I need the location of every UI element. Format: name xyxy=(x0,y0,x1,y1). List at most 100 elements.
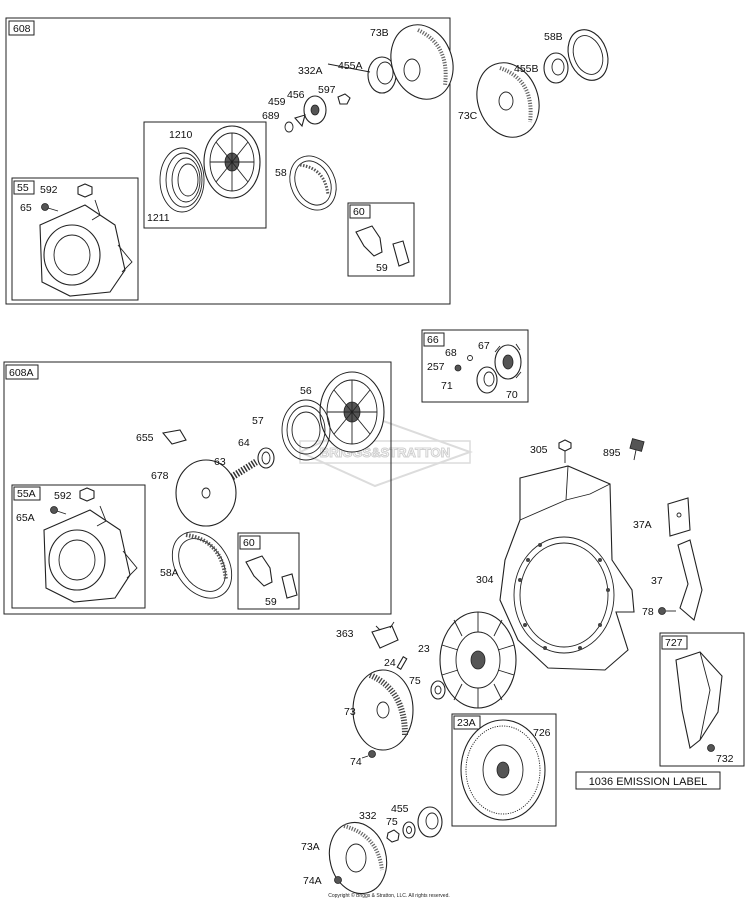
label-332: 332 xyxy=(359,810,377,822)
insert-59-bottom xyxy=(281,573,298,599)
label-304: 304 xyxy=(476,574,494,586)
spring-1211 xyxy=(159,147,205,213)
label-73A: 73A xyxy=(301,841,320,853)
pawl-459 xyxy=(294,114,306,128)
label-597: 597 xyxy=(318,84,336,96)
cup-73A xyxy=(328,821,388,895)
leader-332A xyxy=(327,63,371,73)
group-label-23A: 23A xyxy=(457,717,476,729)
label-74A: 74A xyxy=(303,875,322,887)
label-57: 57 xyxy=(252,415,264,427)
group-tag-60-top xyxy=(349,204,371,219)
pulley-56 xyxy=(319,371,385,453)
label-64: 64 xyxy=(238,437,250,449)
group-label-60-bottom: 60 xyxy=(243,537,255,549)
screw-732 xyxy=(707,744,715,752)
emission-label-box xyxy=(575,771,721,790)
label-363: 363 xyxy=(336,628,354,640)
ball-68 xyxy=(467,355,473,361)
group-tag-55A xyxy=(13,486,41,501)
label-895: 895 xyxy=(603,447,621,459)
group-tag-608A xyxy=(5,364,39,380)
group-box-55A xyxy=(11,484,146,609)
group-tag-608 xyxy=(8,20,35,36)
label-70: 70 xyxy=(506,389,518,401)
label-67: 67 xyxy=(478,340,490,352)
blower-housing-55A xyxy=(43,505,138,603)
label-1210: 1210 xyxy=(169,129,193,141)
blower-housing-55 xyxy=(39,199,133,297)
group-tag-727 xyxy=(661,635,688,650)
group-box-66 xyxy=(421,329,529,403)
group-tag-23A xyxy=(453,715,481,730)
label-592-top: 592 xyxy=(40,184,58,196)
screw-74A xyxy=(334,876,342,884)
spring-63 xyxy=(230,459,258,480)
spring-58 xyxy=(289,155,337,211)
group-label-727: 727 xyxy=(665,637,683,649)
label-305: 305 xyxy=(530,444,548,456)
label-37A: 37A xyxy=(633,519,652,531)
flywheel-23 xyxy=(439,611,517,709)
label-73: 73 xyxy=(344,706,356,718)
label-78: 78 xyxy=(642,606,654,618)
group-label-66: 66 xyxy=(427,334,439,346)
screen-58B xyxy=(567,29,609,81)
pulley-1210 xyxy=(203,125,261,199)
label-24: 24 xyxy=(384,657,396,669)
spring-57 xyxy=(281,399,331,461)
blower-housing-304 xyxy=(499,465,635,671)
washer-75-bottom xyxy=(402,821,416,839)
label-455A: 455A xyxy=(338,60,363,72)
label-75-top: 75 xyxy=(409,675,421,687)
label-58B: 58B xyxy=(544,31,563,43)
insert-59-top xyxy=(392,240,410,267)
group-label-608: 608 xyxy=(13,23,31,35)
cup-71 xyxy=(476,366,498,394)
label-56: 56 xyxy=(300,385,312,397)
handle-60-bottom xyxy=(245,555,273,587)
group-label-55A: 55A xyxy=(17,488,36,500)
label-655: 655 xyxy=(136,432,154,444)
screw-78 xyxy=(658,607,676,615)
key-24 xyxy=(396,656,408,670)
ratchet-assembly-70 xyxy=(494,343,522,380)
nut-332 xyxy=(386,829,400,843)
group-box-23A xyxy=(451,713,557,827)
plate-37A xyxy=(667,497,691,537)
washer-75 xyxy=(430,680,446,700)
group-tag-66 xyxy=(423,332,445,347)
bolt-592A xyxy=(79,487,95,502)
screw-65 xyxy=(41,203,59,212)
ring-64 xyxy=(257,447,275,469)
label-592-bottom: 592 xyxy=(54,490,72,502)
screw-257 xyxy=(454,364,462,372)
ratchet-456 xyxy=(303,95,327,125)
clip-655 xyxy=(161,429,187,445)
label-68: 68 xyxy=(445,347,457,359)
label-59-bottom: 59 xyxy=(265,596,277,608)
label-455: 455 xyxy=(391,803,409,815)
label-459: 459 xyxy=(268,96,286,108)
flywheel-23A xyxy=(460,719,546,821)
switch-895 xyxy=(629,438,645,461)
label-37: 37 xyxy=(651,575,663,587)
label-455B: 455B xyxy=(514,63,539,75)
group-label-55: 55 xyxy=(17,182,29,194)
label-456: 456 xyxy=(287,89,305,101)
group-tag-60-bottom xyxy=(239,535,261,550)
group-label-60-top: 60 xyxy=(353,206,365,218)
group-box-608A xyxy=(3,361,392,615)
label-726: 726 xyxy=(533,727,551,739)
label-73C: 73C xyxy=(458,110,478,122)
disc-678 xyxy=(175,459,237,527)
label-678: 678 xyxy=(151,470,169,482)
screen-58A xyxy=(171,531,233,599)
bolt-592 xyxy=(77,183,93,198)
label-63: 63 xyxy=(214,456,226,468)
cup-73B xyxy=(390,24,454,100)
label-73B: 73B xyxy=(370,27,389,39)
emission-label-text: 1036 EMISSION LABEL xyxy=(589,776,708,788)
screw-305 xyxy=(558,439,572,463)
screw-74 xyxy=(361,750,376,759)
